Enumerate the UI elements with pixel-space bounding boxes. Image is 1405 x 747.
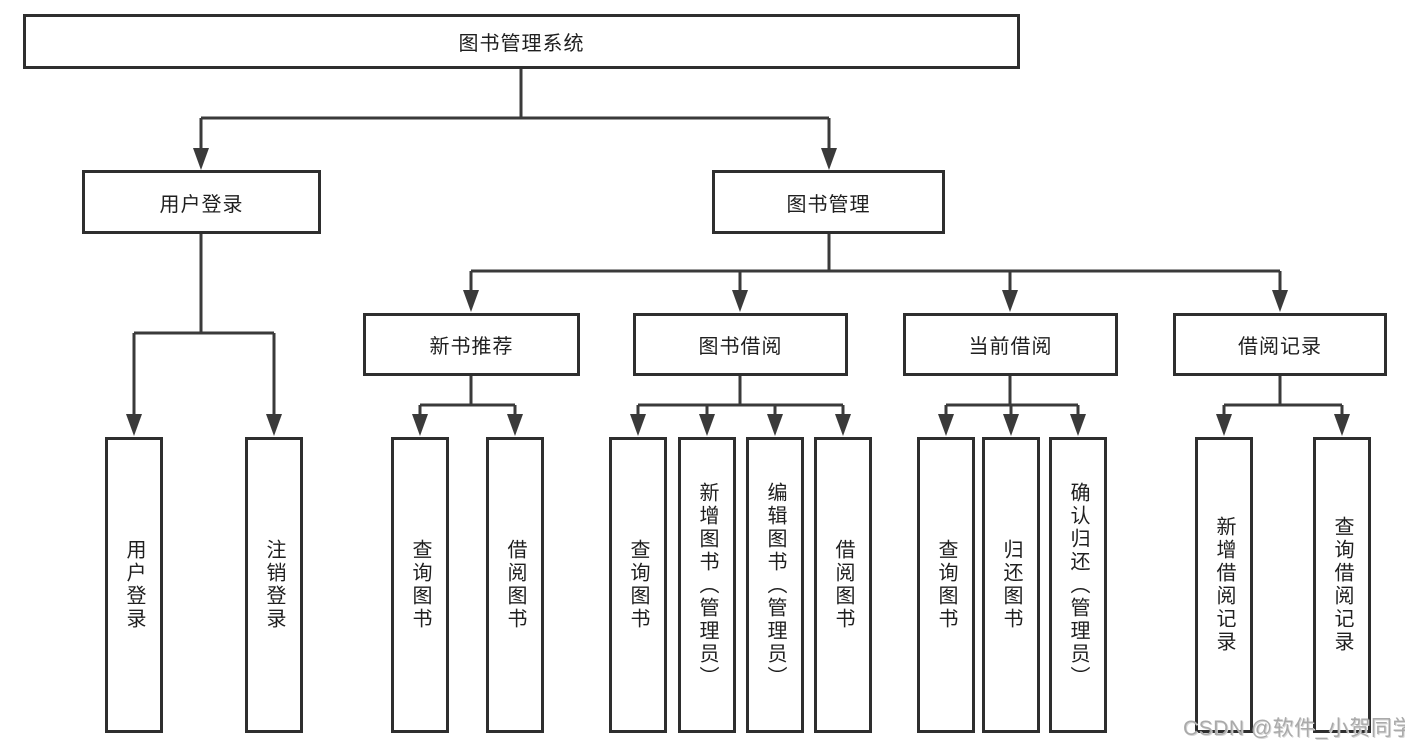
arrow-down-icon bbox=[821, 148, 837, 170]
arrow-down-icon bbox=[463, 290, 479, 312]
arrow-down-icon bbox=[938, 414, 954, 436]
leaf-nbr-query-books: 查询图书 bbox=[391, 437, 449, 733]
leaf-cb-query-books: 查询图书 bbox=[917, 437, 975, 733]
arrow-down-icon bbox=[266, 414, 282, 436]
node-current-borrowing: 当前借阅 bbox=[903, 313, 1118, 376]
leaf-bb-add-book-admin: 新增图书（管理员） bbox=[678, 437, 736, 733]
node-borrow-records: 借阅记录 bbox=[1173, 313, 1387, 376]
leaf-br-add-record: 新增借阅记录 bbox=[1195, 437, 1253, 733]
arrow-down-icon bbox=[1002, 290, 1018, 312]
arrow-down-icon bbox=[630, 414, 646, 436]
arrow-down-icon bbox=[767, 414, 783, 436]
arrow-down-icon bbox=[1003, 414, 1019, 436]
arrow-down-icon bbox=[507, 414, 523, 436]
arrow-down-icon bbox=[412, 414, 428, 436]
node-new-book-recommend: 新书推荐 bbox=[363, 313, 580, 376]
arrow-down-icon bbox=[1216, 414, 1232, 436]
leaf-bb-edit-book-admin: 编辑图书（管理员） bbox=[746, 437, 804, 733]
leaf-logout: 注销登录 bbox=[245, 437, 303, 733]
arrow-down-icon bbox=[699, 414, 715, 436]
arrow-down-icon bbox=[732, 290, 748, 312]
node-library-system: 图书管理系统 bbox=[23, 14, 1020, 69]
arrow-down-icon bbox=[1272, 290, 1288, 312]
leaf-cb-return-books: 归还图书 bbox=[982, 437, 1040, 733]
node-user-login: 用户登录 bbox=[82, 170, 321, 234]
leaf-bb-query-books: 查询图书 bbox=[609, 437, 667, 733]
node-book-management: 图书管理 bbox=[712, 170, 945, 234]
arrow-down-icon bbox=[193, 148, 209, 170]
leaf-nbr-borrow-books: 借阅图书 bbox=[486, 437, 544, 733]
arrow-down-icon bbox=[1334, 414, 1350, 436]
leaf-user-login: 用户登录 bbox=[105, 437, 163, 733]
leaf-bb-borrow-books: 借阅图书 bbox=[814, 437, 872, 733]
node-book-borrowing: 图书借阅 bbox=[633, 313, 848, 376]
arrow-down-icon bbox=[126, 414, 142, 436]
arrow-down-icon bbox=[1070, 414, 1086, 436]
leaf-br-query-record: 查询借阅记录 bbox=[1313, 437, 1371, 733]
arrow-down-icon bbox=[835, 414, 851, 436]
watermark: CSDN @软件_小贺同学 bbox=[1183, 717, 1405, 740]
leaf-cb-confirm-return-admin: 确认归还（管理员） bbox=[1049, 437, 1107, 733]
